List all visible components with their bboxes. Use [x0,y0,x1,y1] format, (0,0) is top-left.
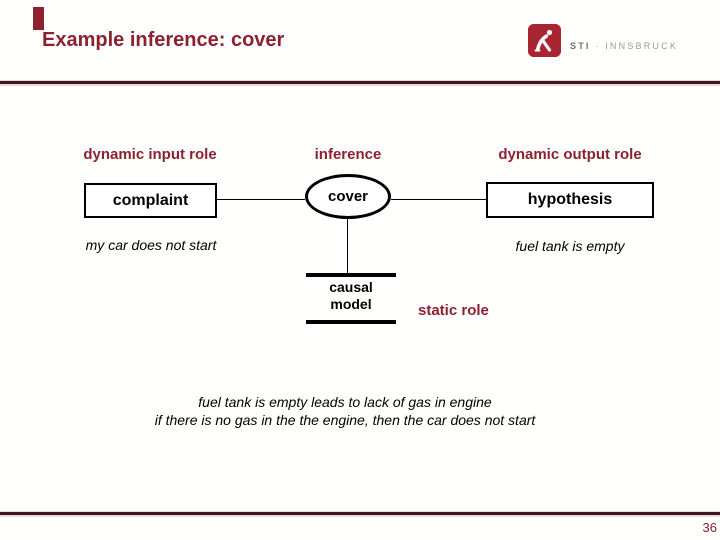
causal-model-top-bar [306,273,396,277]
connector-complaint-cover [215,199,305,200]
node-complaint: complaint [84,183,217,218]
example-input: my car does not start [85,237,217,253]
page-number: 36 [702,520,717,535]
causal-model-line2: model [330,296,372,312]
slide-accent-bar [33,7,44,30]
logo-text: STI · INNSBRUCK [570,41,678,51]
logo-brand: STI [570,40,591,51]
label-dynamic-input-role: dynamic input role [83,146,217,163]
causal-model-line1: causal [329,279,373,295]
logo-separator: · [595,40,601,51]
node-cover-ellipse: cover [305,174,391,219]
footnote-line1: fuel tank is empty leads to lack of gas … [198,394,492,410]
causal-model-bottom-bar [306,320,396,324]
slide-title: Example inference: cover [42,29,285,51]
node-causal-model: causal model [306,279,396,313]
sti-innsbruck-logo: STI · INNSBRUCK [528,24,678,57]
example-output: fuel tank is empty [515,238,625,254]
label-inference: inference [314,146,382,163]
footnote: fuel tank is empty leads to lack of gas … [0,393,690,429]
connector-cover-causal-model [347,216,348,275]
footer-rule [0,511,720,517]
logo-location: INNSBRUCK [605,40,679,51]
footnote-line2: if there is no gas in the the engine, th… [154,412,536,428]
label-dynamic-output-role: dynamic output role [498,146,642,163]
sti-logo-icon [528,24,561,57]
connector-cover-hypothesis [391,199,486,200]
label-static-role: static role [418,302,489,319]
header-rule [0,80,720,86]
node-hypothesis: hypothesis [486,182,654,218]
